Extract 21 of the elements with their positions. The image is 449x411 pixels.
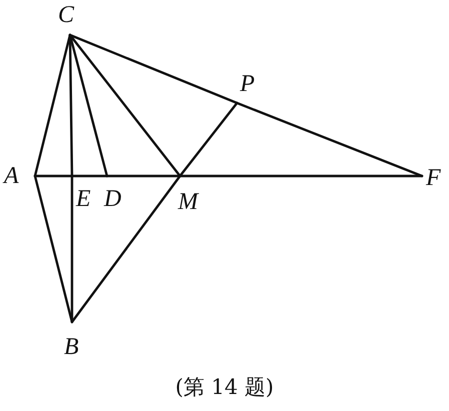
line-segment — [236, 102, 424, 178]
line-segment — [34, 174, 74, 178]
point-label: M — [178, 190, 198, 214]
line-segment — [68, 34, 182, 178]
point-label: P — [240, 72, 255, 96]
line-segment — [106, 174, 182, 178]
point-label: F — [426, 166, 441, 190]
point-label: A — [4, 164, 19, 188]
figure-caption: (第 14 题) — [174, 374, 275, 401]
line-segment — [70, 174, 108, 178]
line-segment — [178, 102, 238, 178]
point-label: E — [76, 187, 91, 211]
line-segment — [34, 174, 74, 324]
point-label: D — [104, 187, 122, 211]
point-label: B — [64, 335, 79, 359]
line-segment — [34, 34, 72, 178]
line-segment — [68, 34, 108, 178]
point-label: C — [58, 3, 74, 27]
line-segment — [70, 174, 182, 324]
line-segment — [178, 174, 424, 178]
line-segment — [68, 34, 238, 104]
